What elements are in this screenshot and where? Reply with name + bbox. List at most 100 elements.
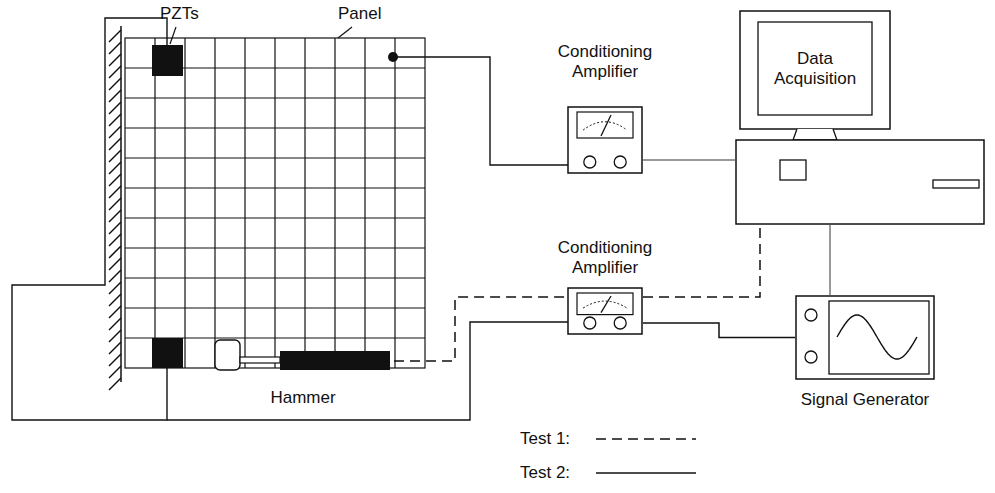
drawing-stroke — [167, 322, 585, 420]
hatch-line — [109, 306, 121, 318]
drawing-stroke — [170, 27, 176, 44]
hatch-line — [109, 366, 121, 378]
hatch-line — [109, 90, 121, 102]
grid-line — [125, 127, 425, 128]
drawing-stroke — [829, 301, 929, 374]
grid-line — [304, 38, 305, 368]
pzt-patch — [152, 45, 183, 368]
hatch-line — [109, 354, 121, 366]
grid-line — [184, 38, 185, 368]
hatch-line — [109, 102, 121, 114]
drawing-stroke — [796, 296, 934, 379]
signal-cable — [643, 159, 735, 161]
signal-cable — [643, 323, 795, 337]
grid-line — [125, 277, 425, 278]
hatch-line — [109, 342, 121, 354]
hatch-line — [109, 150, 121, 162]
grid-line — [125, 97, 425, 98]
hatch-line — [109, 66, 121, 78]
grid-line — [334, 38, 335, 368]
drawing-stroke — [933, 180, 979, 188]
drawing-stroke — [596, 438, 696, 440]
grid-line — [125, 187, 425, 188]
hatch-line — [109, 198, 121, 210]
hatch-line — [109, 126, 121, 138]
drawing-stroke — [240, 357, 280, 363]
drawing-stroke — [568, 107, 642, 173]
legend-text: Test 1: — [520, 429, 592, 449]
grid-line — [125, 217, 425, 218]
signal-cable — [829, 225, 831, 295]
leader-line — [170, 27, 352, 44]
drawing-stroke — [837, 315, 917, 359]
panel-grid — [125, 38, 425, 368]
hatch-line — [109, 318, 121, 330]
hammer-drawing — [212, 338, 394, 372]
hatch-line — [109, 78, 121, 90]
grid-line — [125, 307, 425, 308]
fixed-wall — [109, 26, 121, 390]
amplifier: Conditioning Amplifier — [545, 42, 665, 174]
signal-generator: Signal Generator — [795, 295, 935, 410]
grid-line — [394, 38, 395, 368]
grid-line — [154, 38, 155, 368]
hatch-line — [109, 42, 121, 54]
grid-line — [214, 38, 215, 368]
hatch-line — [109, 174, 121, 186]
drawing-stroke — [109, 30, 121, 390]
screen-text: Data Acquisition — [761, 24, 869, 113]
drawing-stroke — [601, 115, 611, 136]
drawing-stroke — [393, 57, 585, 165]
legend-entry: Test 1: — [520, 429, 702, 449]
amplifier-box — [567, 287, 643, 335]
signal-cable — [643, 225, 760, 297]
drawing-stroke — [215, 340, 240, 370]
drawing-stroke — [614, 156, 626, 168]
drawing-stroke — [584, 317, 596, 329]
legend-line-sample — [592, 467, 702, 479]
drawing-stroke — [12, 18, 167, 420]
hatch-line — [109, 282, 121, 294]
grid-line — [364, 38, 365, 368]
drawing-stroke — [568, 288, 642, 334]
legend-line-sample — [592, 433, 702, 445]
hatch-line — [109, 258, 121, 270]
drawing-stroke — [152, 45, 183, 76]
drawing-stroke — [758, 22, 872, 115]
generator-box — [795, 295, 935, 380]
grid-line — [125, 247, 425, 248]
drawing-stroke — [152, 338, 183, 368]
drawing-stroke — [780, 160, 806, 180]
device-label: Conditioning Amplifier — [545, 42, 665, 81]
drawing-stroke — [740, 11, 890, 129]
drawing-stroke — [793, 129, 837, 140]
impact-hammer: Hammer — [212, 338, 394, 408]
hatch-line — [109, 162, 121, 174]
amplifier-box — [567, 106, 643, 174]
hatch-line — [109, 210, 121, 222]
wire — [12, 18, 585, 420]
hatch-line — [109, 114, 121, 126]
panel-outline — [125, 38, 425, 368]
hatch-line — [109, 378, 121, 390]
drawing-stroke — [805, 351, 817, 363]
drawing-stroke — [736, 140, 984, 224]
drawing-stroke — [338, 27, 352, 38]
drawing-stroke — [601, 296, 611, 313]
part-label: PZTs — [160, 4, 199, 24]
drawing-stroke — [584, 156, 596, 168]
hatch-line — [109, 234, 121, 246]
hatch-line — [109, 270, 121, 282]
legend-text: Test 2: — [520, 463, 592, 483]
hatch-line — [109, 330, 121, 342]
drawing-stroke — [280, 351, 390, 370]
hatch-line — [109, 246, 121, 258]
hatch-line — [109, 30, 121, 42]
signal-cable — [394, 297, 567, 361]
computer: Data Acquisition — [735, 10, 985, 225]
device-label: Hammer — [212, 388, 394, 408]
device-label: Signal Generator — [795, 390, 935, 410]
drawing-stroke — [614, 317, 626, 329]
hatch-line — [109, 222, 121, 234]
grid-line — [274, 38, 275, 368]
